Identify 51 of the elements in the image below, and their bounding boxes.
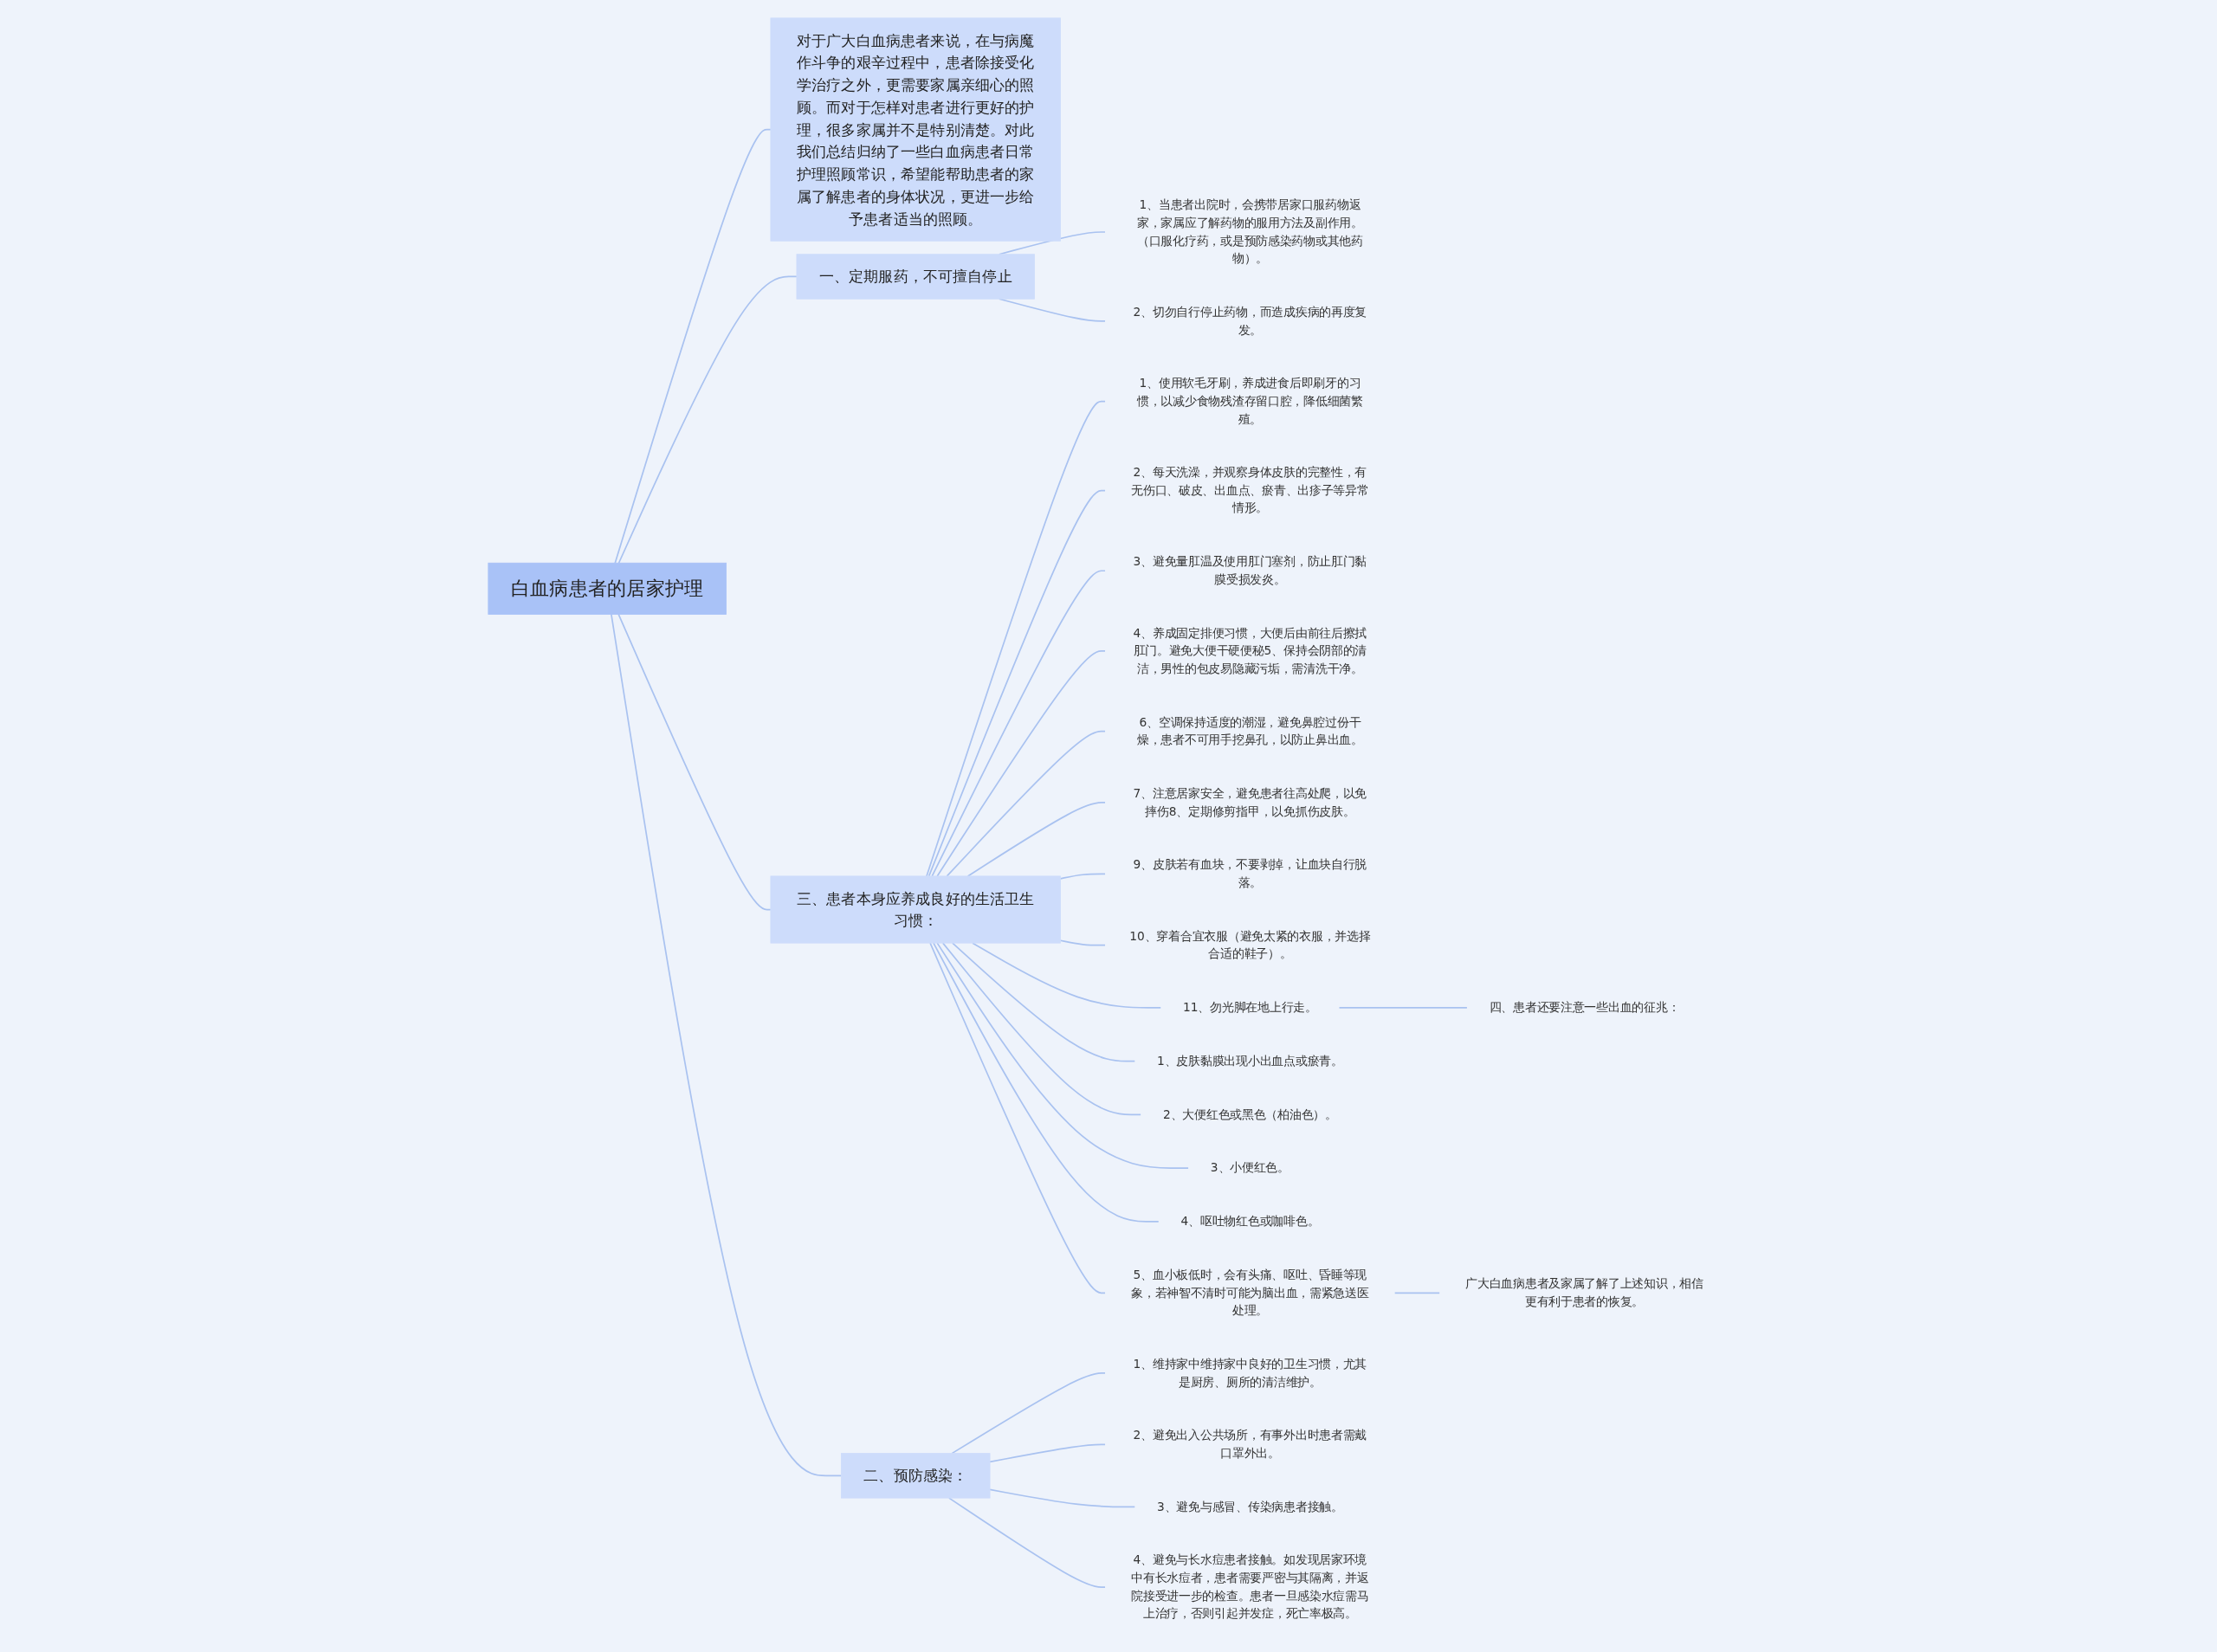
connector — [966, 802, 1106, 877]
node-text: 3、避免与感冒、传染病患者接触。 — [1156, 1499, 1343, 1514]
connector — [928, 489, 1106, 877]
node-text: 7、注意居家安全，避免患者往高处爬，以免摔伤8、定期修剪指甲，以免抓伤皮肤。 — [1133, 786, 1367, 818]
connector — [1059, 873, 1106, 880]
connector — [925, 400, 1106, 877]
node-text: 1、维持家中维持家中良好的卫生习惯，尤其是厨房、厕所的清洁维护。 — [1133, 1357, 1367, 1389]
node-text: 5、血小板低时，会有头痛、呕吐、昏睡等现象，若神智不清时可能为脑出血，需紧急送医处理。 — [1130, 1268, 1369, 1318]
node-text: 1、使用软毛牙刷，养成进食后即刷牙的习惯，以减少食物残渣存留口腔，降低细菌繁殖。 — [1136, 376, 1363, 426]
connector — [928, 942, 1106, 1294]
connector — [971, 942, 1161, 1009]
connector — [1338, 1006, 1468, 1009]
connector — [936, 650, 1106, 877]
node-text: 4、避免与长水痘患者接触。如发现居家环境中有长水痘者，患者需要严密与其隔离，并返院接受进一步的检查。患者一旦感染水痘需马上治疗，否则引起并发症，死亡率极高。 — [1130, 1552, 1369, 1621]
node-text: 广大白血病患者及家属了解了上述知识，相信更有利于患者的恢复。 — [1464, 1276, 1703, 1309]
node-box: 二、预防感染： — [840, 1453, 991, 1499]
connector — [988, 1488, 1135, 1508]
node-box: 白血病患者的居家护理 — [488, 562, 727, 615]
node-text: 四、患者还要注意一些出血的征兆： — [1489, 1000, 1679, 1015]
connector — [988, 1443, 1106, 1463]
node-text: 6、空调保持适度的潮湿，避免鼻腔过份干燥，患者不可用手挖鼻孔，以防止鼻出血。 — [1136, 714, 1363, 747]
node-text: 3、小便红色。 — [1210, 1160, 1289, 1175]
node-text: 2、切勿自行停止药物，而造成疾病的再度复发。 — [1133, 305, 1367, 337]
node-text: 10、穿着合宜衣服（避免太紧的衣服，并选择合适的鞋子）。 — [1128, 928, 1371, 961]
connector — [614, 128, 772, 565]
node-text: 9、皮肤若有血块，不要剥掉，让血块自行脱落。 — [1133, 857, 1367, 890]
connector — [932, 942, 1160, 1223]
node-text: 2、避免出入公共场所，有事外出时患者需戴口罩外出。 — [1133, 1428, 1367, 1461]
node-box: 对于广大白血病患者来说，在与病魔作斗争的艰辛过程中，患者除接受化学治疗之外，更需要家属亲细心的照顾。而对于怎样对患者进行更好的护理，很多家属并不是特别清楚。对此我们总结归纳了一些白血病患者日常护理照顾常识，希望能帮助患者的家属了解患者的身体状况，更进一步给予患者适当的照顾。 — [770, 17, 1061, 242]
connector — [610, 613, 842, 1477]
node-box: 一、定期服药，不可擅自停止 — [796, 254, 1035, 300]
node-text: 4、养成固定排便习惯，大便后由前往后擦拭肛门。避免大便干硬便秘5、保持会阴部的清洁，男性的包皮易隐藏污垢，需清洗干净。 — [1133, 625, 1367, 676]
connector — [1059, 939, 1106, 946]
connector — [617, 613, 772, 911]
node-text: 2、大便红色或黑色（柏油色）。 — [1162, 1107, 1337, 1122]
connector — [947, 1497, 1106, 1588]
node-text: 1、当患者出院时，会携带居家口服药物返家，家属应了解药物的服用方法及副作用。（口服化疗药，或是预防感染药物或其他药物）。 — [1136, 197, 1363, 266]
node-text: 11、勿光脚在地上行走。 — [1182, 1000, 1317, 1015]
connector — [946, 730, 1106, 877]
node-text: 3、避免量肛温及使用肛门塞剂，防止肛门黏膜受损发炎。 — [1133, 554, 1367, 587]
node-text: 1、皮肤黏膜出现小出血点或瘀青。 — [1156, 1053, 1343, 1068]
connector — [936, 942, 1189, 1169]
connector — [617, 275, 798, 565]
node-text: 4、呕吐物红色或咖啡色。 — [1180, 1214, 1319, 1229]
connector — [941, 942, 1141, 1116]
connector — [951, 942, 1135, 1062]
node-text: 2、每天洗澡，并观察身体皮肤的完整性，有无伤口、破皮、出血点、瘀青、出疹子等异常情形。 — [1130, 465, 1369, 515]
connector — [931, 570, 1106, 877]
connector — [951, 1372, 1106, 1455]
node-box: 三、患者本身应养成良好的生活卫生习惯： — [770, 875, 1061, 944]
connector — [1393, 1292, 1440, 1294]
